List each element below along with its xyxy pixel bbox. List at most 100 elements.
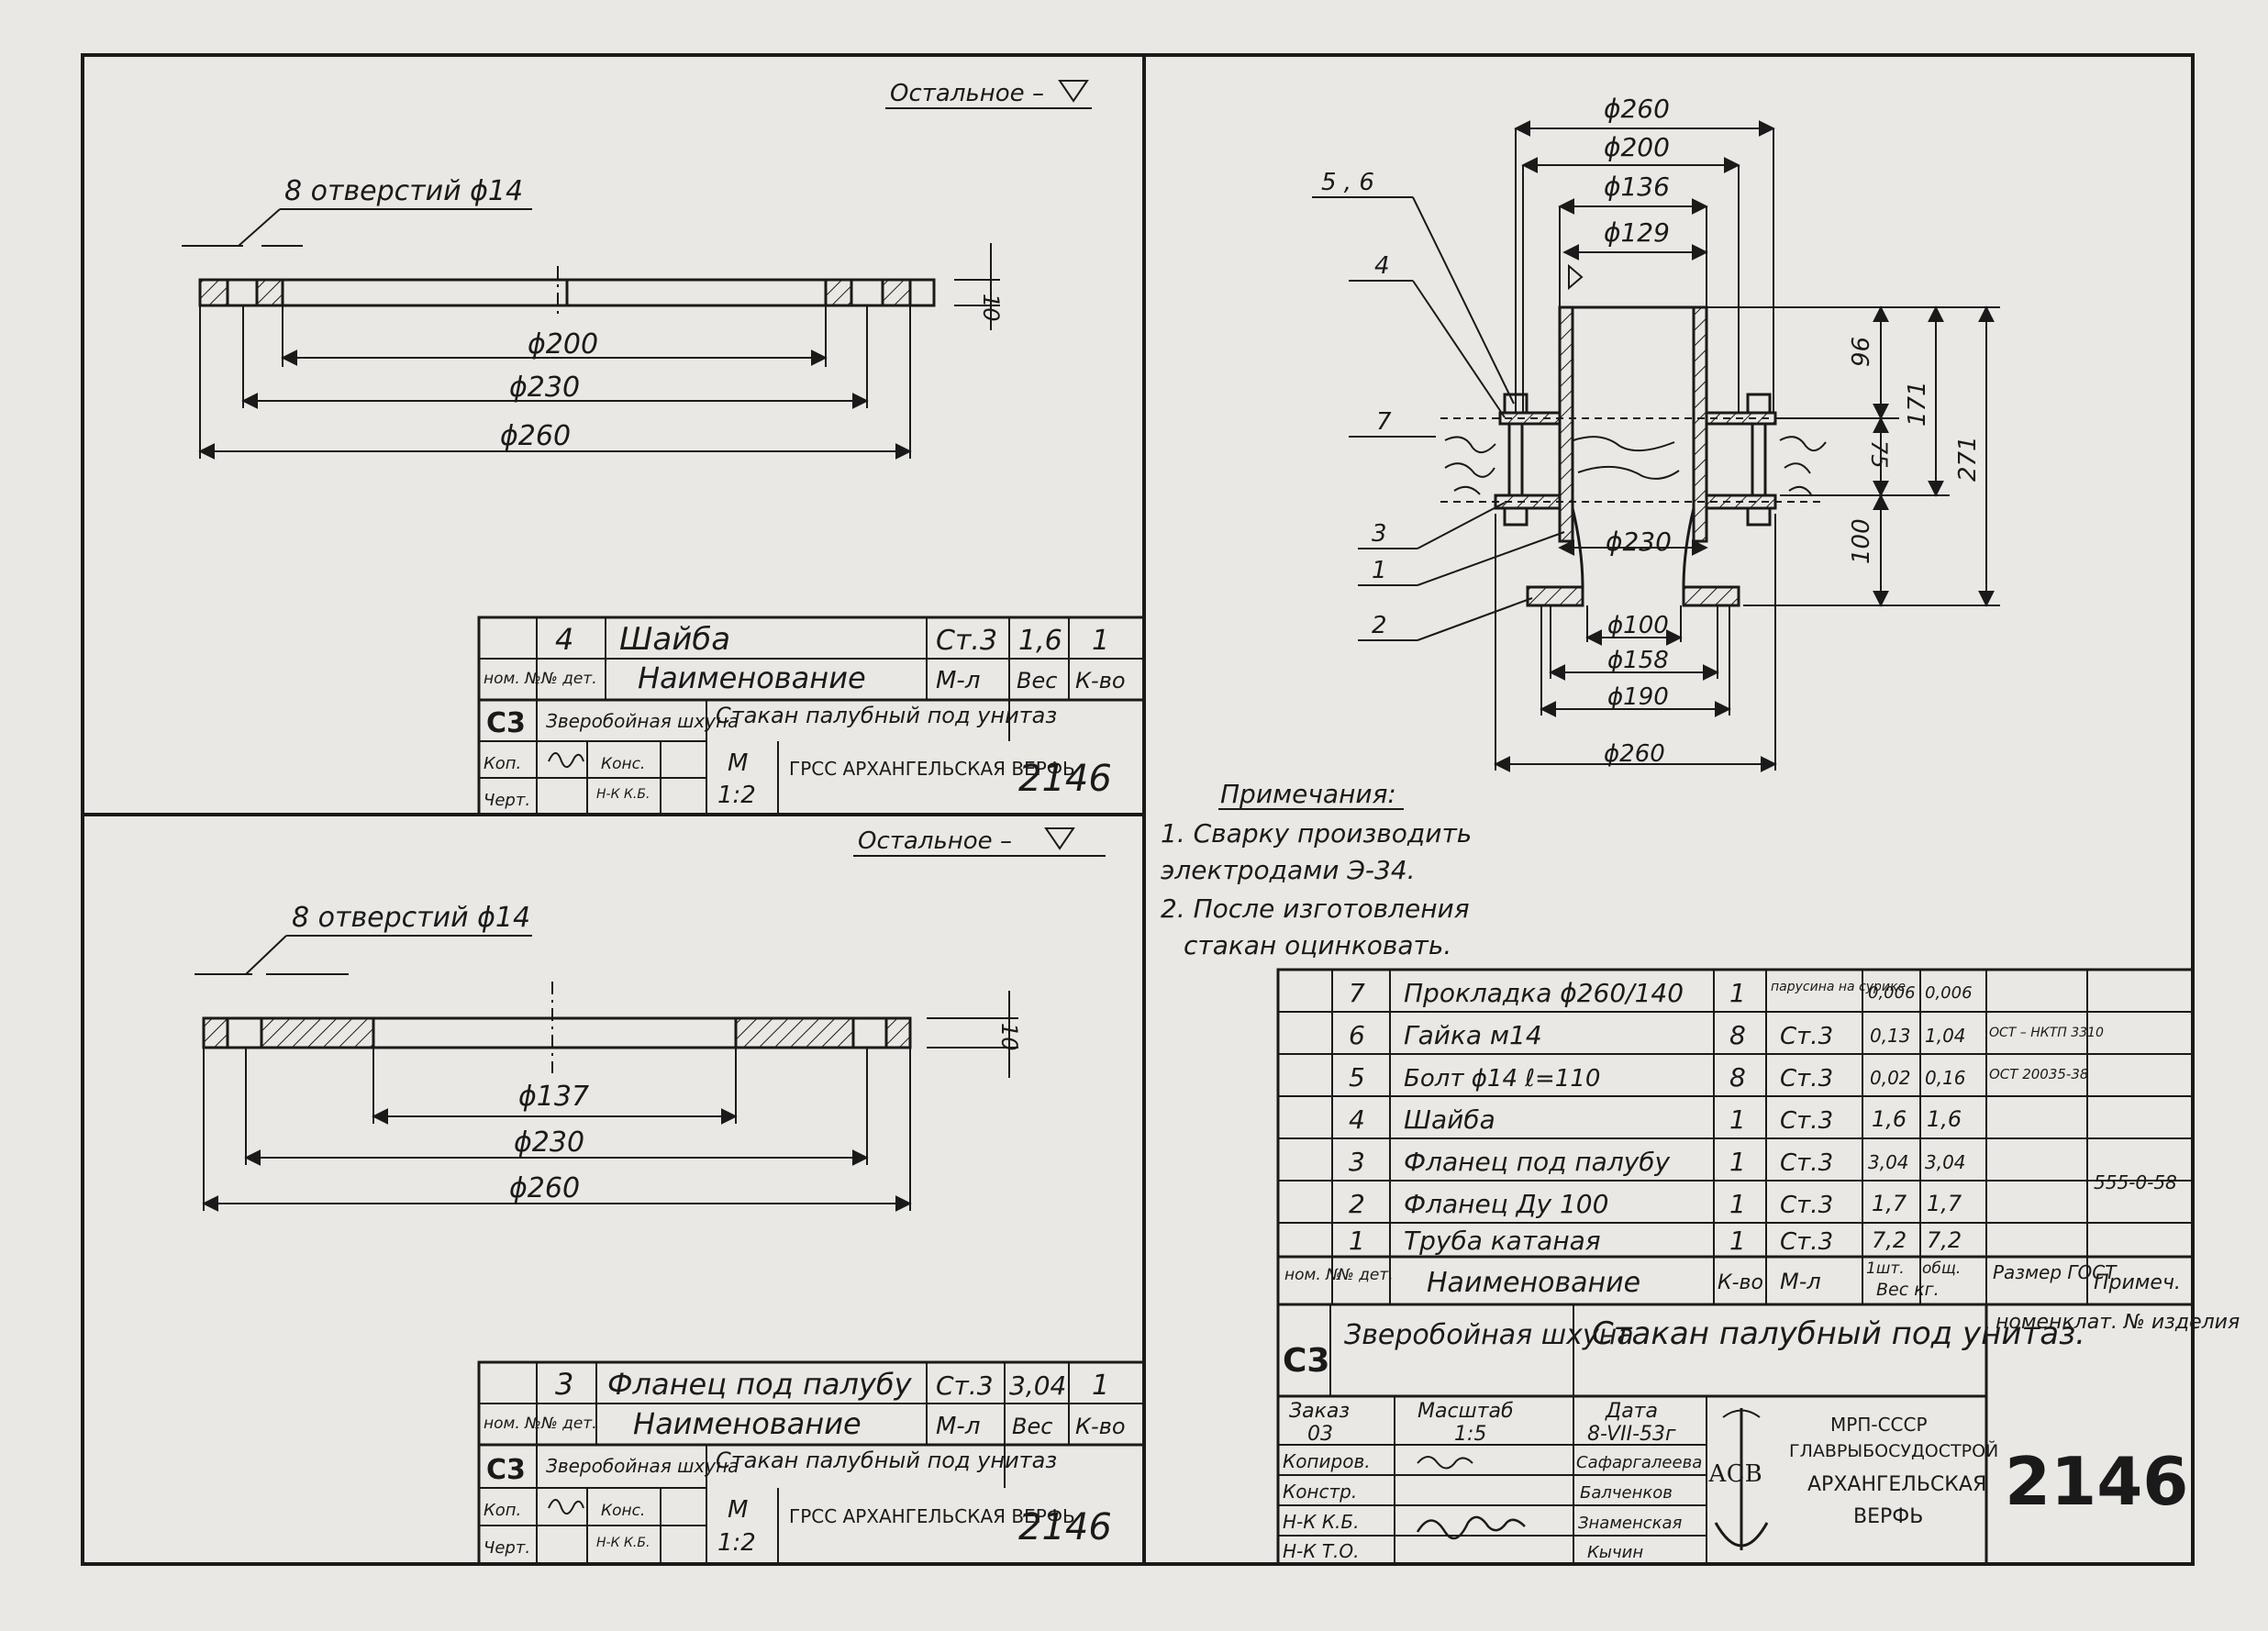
spec-hdr-name: Наименование [1427,1267,1640,1299]
bottom-blk-qty: 1 [1092,1370,1109,1402]
bottom-blk-hdr-det: № дет. [540,1415,597,1433]
bottom-part-drawing: Остальное – 8 отверстий ϕ14 10 ϕ137 ϕ230… [195,827,1106,1212]
notes-section: Примечания: 1. Сварку производить электр… [1161,779,1472,960]
main-role-3: Н-К Т.О. [1283,1540,1360,1562]
asm-leader-4: 4 [1374,252,1390,280]
asm-top-dim-2: ϕ200 [1604,132,1670,162]
bottom-dim-2: ϕ230 [514,1126,584,1159]
top-blk-sheet: С3 [486,707,526,739]
asm-leader-2: 2 [1372,612,1387,639]
top-thickness: 10 [978,294,1004,322]
bottom-dim-3: ϕ260 [509,1172,580,1204]
main-scale-label: Масштаб [1418,1400,1514,1423]
top-part-title-block: 4 Шайба Ст.3 1,6 1 ном. № № дет. Наимено… [477,616,1146,816]
asm-leader-7: 7 [1376,408,1392,436]
spec-name: Фланец Ду 100 [1404,1189,1608,1219]
main-org-1: ГЛАВРЫБОСУДОСТРОЙ [1789,1440,1998,1461]
spec-pos: 3 [1349,1147,1365,1177]
spec-w1: 7,2 [1872,1227,1907,1253]
spec-qty: 8 [1729,1020,1746,1050]
bottom-holes-label: 8 отверстий ϕ14 [292,902,530,934]
spec-w1: 3,04 [1868,1151,1909,1173]
notes-line-3: 2. После изготовления [1161,893,1470,924]
spec-mat: Ст.3 [1780,1192,1833,1219]
bottom-blk-hdr-nom: ном. № [484,1415,541,1433]
spec-mat: Ст.3 [1780,1065,1833,1093]
spec-qty: 1 [1729,1104,1746,1135]
top-blk-hdr-qty: К-во [1075,668,1126,693]
bottom-blk-nk: Н-К К.Б. [596,1536,650,1550]
bottom-blk-vessel: Зверобойная шхуна [546,1455,739,1477]
spec-pos: 6 [1349,1020,1365,1050]
top-blk-kons: Конс. [601,755,645,773]
bottom-blk-hdr-weight: Вес [1012,1414,1052,1439]
bottom-blk-weight: 3,04 [1009,1370,1066,1401]
spec-w2: 0,006 [1925,983,1973,1003]
spec-note: 555-0-58 [2094,1171,2177,1193]
asm-bottom-dim-1: ϕ100 [1607,612,1669,639]
spec-row: 5 Болт ϕ14 ℓ=110 8 Ст.3 0,02 0,16 ОСТ 20… [1349,1062,2088,1093]
main-drawing-number: 2146 [2005,1443,2188,1520]
asm-leader-56: 5 , 6 [1321,169,1374,196]
main-title-block: С3 Зверобойная шхуна Стакан палубный под… [1276,1303,2240,1566]
roughness-symbol-icon [1044,827,1075,850]
spec-pos: 2 [1349,1189,1365,1219]
asm-mid-dim: ϕ230 [1606,527,1672,557]
bottom-blk-kons: Конс. [601,1502,645,1520]
spec-hdr-weight: Вес кг. [1876,1280,1940,1300]
top-blk-hdr-name: Наименование [638,660,866,695]
spec-mat: Ст.3 [1780,1149,1833,1177]
spec-w1: 1,7 [1872,1191,1907,1216]
main-name-2: Знаменская [1578,1514,1683,1533]
asm-top-dim-4: ϕ129 [1604,217,1670,248]
asm-top-dim-3: ϕ136 [1604,172,1670,202]
spec-w2: 0,16 [1925,1067,1966,1089]
asm-height-4: 171 [1904,381,1931,427]
asm-leader-1: 1 [1372,557,1387,584]
spec-qty: 8 [1729,1062,1746,1093]
signature-icon [1416,1515,1526,1540]
asm-height-5: 271 [1954,436,1982,482]
spec-w1: 0,02 [1870,1067,1911,1089]
spec-std: ОСТ 20035-38 [1989,1066,2088,1082]
spec-hdr-qty: К-во [1718,1271,1763,1294]
spec-w2: 3,04 [1925,1151,1966,1173]
top-blk-vessel: Зверобойная шхуна [546,710,739,732]
spec-name: Прокладка ϕ260/140 [1404,978,1684,1008]
spec-w2: 1,04 [1925,1025,1966,1047]
main-scale: 1:5 [1454,1423,1486,1446]
spec-name: Фланец под палубу [1404,1147,1671,1177]
spec-w2: 1,7 [1927,1191,1962,1216]
spec-name: Гайка м14 [1404,1020,1542,1050]
spec-std: ОСТ – НКТП 3310 [1989,1026,2104,1040]
assembly-drawing: ϕ260 ϕ200 ϕ136 ϕ129 [1312,94,2000,772]
asm-height-2: 75 [1866,440,1892,469]
main-name-1: Балченков [1580,1483,1673,1503]
main-date-label: Дата [1605,1400,1658,1423]
spec-w1: 1,6 [1872,1106,1907,1132]
top-surface-note: Остальное – [890,80,1044,107]
bottom-thickness: 10 [996,1023,1022,1051]
spec-name: Труба катаная [1404,1226,1601,1256]
spec-row: 3 Фланец под палубу 1 Ст.3 3,04 3,04 [1349,1147,1966,1177]
top-blk-scale: 1:2 [717,782,756,809]
top-blk-org: ГРСС АРХАНГЕЛЬСКАЯ ВЕРФЬ [789,758,1075,780]
main-org-3: ВЕРФЬ [1853,1505,1923,1528]
notes-line-1: 1. Сварку производить [1161,818,1472,849]
spec-mat: Ст.3 [1780,1023,1833,1050]
spec-pos: 1 [1349,1226,1365,1256]
bottom-surface-note: Остальное – [858,827,1012,855]
main-name-0: Сафаргалеева [1576,1453,1702,1472]
bottom-blk-hdr-qty: К-во [1075,1414,1126,1439]
spec-qty: 1 [1729,978,1746,1008]
top-dim-1: ϕ200 [528,328,598,361]
spec-hdr-note: Примеч. [2094,1271,2181,1294]
main-order-label: Заказ [1289,1400,1350,1423]
spec-hdr-det: № дет. [1337,1266,1394,1284]
main-date: 8-VII-53г [1587,1423,1676,1446]
spec-pos: 4 [1349,1104,1365,1135]
spec-hdr-w2: общ. [1922,1259,1961,1278]
top-blk-hdr-weight: Вес [1017,668,1057,693]
bottom-blk-org: ГРСС АРХАНГЕЛЬСКАЯ ВЕРФЬ [789,1505,1075,1527]
